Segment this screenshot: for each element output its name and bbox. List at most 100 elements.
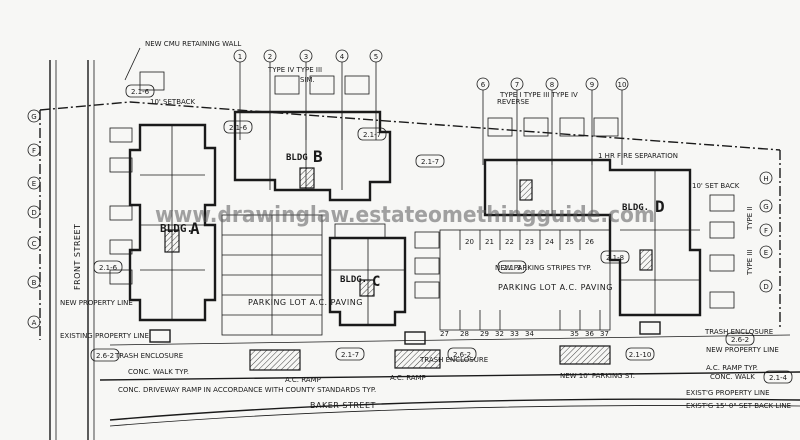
note-trash-enclosure-right: TRASH ENCLOSURE (704, 328, 773, 336)
svg-text:37: 37 (600, 330, 609, 338)
parking-lot-right-label: PARKING LOT A.C. PAVING (498, 283, 613, 292)
svg-text:20: 20 (465, 238, 474, 246)
svg-text:8: 8 (550, 81, 554, 89)
note-conc-walk-right: CONC. WALK (710, 373, 755, 381)
svg-text:28: 28 (460, 330, 469, 338)
svg-text:C: C (32, 240, 37, 248)
svg-text:21: 21 (485, 238, 494, 246)
building-c-label: BLDG. (340, 275, 367, 285)
svg-text:2.1-6: 2.1-6 (229, 124, 248, 132)
svg-text:22: 22 (505, 238, 514, 246)
column-markers-top-right: 6 7 8 9 10 TYPE I TYPE III TYPE IV REVER… (476, 77, 629, 165)
svg-text:C: C (372, 274, 380, 290)
svg-text:B: B (32, 279, 37, 287)
svg-text:2.1-7: 2.1-7 (421, 158, 439, 166)
svg-text:H: H (763, 175, 768, 183)
baker-street-label: BAKER STREET (310, 401, 376, 410)
svg-text:9: 9 (590, 81, 594, 89)
driveways (109, 334, 791, 371)
svg-text:26: 26 (585, 238, 594, 246)
note-existing-property-line-left: EXISTING PROPERTY LINE (60, 332, 149, 340)
building-c: BLDG. C (328, 223, 440, 327)
annotations: NEW CMU RETAINING WALL 10' SETBACK 10' S… (60, 40, 791, 410)
trash-enclosures (149, 321, 661, 345)
svg-text:6: 6 (481, 81, 486, 89)
note-existing-property-line-right: EXIST'G PROPERTY LINE (686, 389, 770, 397)
note-setback: 10' SETBACK (150, 98, 196, 106)
svg-text:D: D (655, 197, 665, 216)
svg-text:F: F (764, 227, 768, 235)
svg-text:5: 5 (374, 53, 378, 61)
svg-text:F: F (32, 147, 36, 155)
building-b-label: BLDG (286, 153, 308, 163)
note-cmu-wall: NEW CMU RETAINING WALL (145, 40, 241, 48)
building-a-label: BLDG. (160, 222, 193, 235)
building-a: BLDG. A (109, 123, 217, 322)
svg-text:2.6-2: 2.6-2 (453, 351, 471, 359)
building-b: BLDG B (139, 71, 392, 202)
svg-text:25: 25 (565, 238, 574, 246)
note-new-parking-stripes: NEW PARKING STRIPES TYP. (495, 264, 592, 272)
note-ac-ramp-2: A.C. RAMP (390, 374, 426, 382)
svg-text:REVERSE: REVERSE (497, 98, 529, 106)
svg-text:32: 32 (495, 330, 504, 338)
note-setback-right: 10' SET BACK (692, 182, 740, 190)
row-markers-right: H G F E D TYPE II TYPE III (746, 171, 773, 293)
building-d: BLDG. D (483, 117, 735, 317)
parking-stall-numbers: 20 21 22 23 24 25 26 27 28 29 32 33 34 3… (440, 238, 609, 338)
svg-text:2.1-6: 2.1-6 (99, 264, 118, 272)
baker-street: BAKER STREET (99, 371, 800, 427)
note-new-parking: NEW 10' PARKING ST. (560, 372, 635, 380)
svg-text:2.1-6: 2.1-6 (131, 88, 150, 96)
svg-text:4: 4 (340, 53, 345, 61)
svg-text:23: 23 (525, 238, 534, 246)
svg-text:E: E (32, 180, 36, 188)
svg-text:2.1-3: 2.1-3 (503, 264, 521, 272)
svg-text:G: G (31, 113, 36, 121)
svg-text:G: G (763, 203, 768, 211)
svg-text:SIM.: SIM. (300, 76, 315, 84)
note-ac-ramp-1: A.C. RAMP (285, 376, 321, 384)
svg-text:3: 3 (304, 53, 308, 61)
row-markers-left: G F E D C B A (27, 109, 41, 329)
building-d-label: BLDG. (622, 203, 649, 213)
parking-lot-right: PARKING LOT A.C. PAVING (439, 229, 613, 331)
svg-text:36: 36 (585, 330, 594, 338)
svg-text:7: 7 (515, 81, 519, 89)
note-new-property-line-left: NEW PROPERTY LINE (60, 299, 133, 307)
svg-text:10: 10 (618, 81, 627, 89)
svg-text:24: 24 (545, 238, 554, 246)
parking-lot-left-label: PARKING LOT A.C. PAVING (248, 298, 363, 307)
svg-text:2.1-10: 2.1-10 (629, 351, 652, 359)
svg-text:2: 2 (268, 53, 272, 61)
note-existing-setback: EXIST'G 15'-0" SET BACK LINE (686, 402, 791, 410)
svg-text:1: 1 (238, 53, 242, 61)
note-conc-driveway: CONC. DRIVEWAY RAMP IN ACCORDANCE WITH C… (118, 386, 376, 394)
svg-text:2.1-4: 2.1-4 (769, 374, 788, 382)
parking-lot-left: PARKING LOT A.C. PAVING (221, 214, 363, 336)
svg-text:2.1-7: 2.1-7 (363, 131, 381, 139)
svg-text:2.6-2: 2.6-2 (96, 352, 114, 360)
svg-text:35: 35 (570, 330, 579, 338)
svg-text:B: B (313, 147, 323, 166)
svg-text:TYPE I TYPE III TYPE IV: TYPE I TYPE III TYPE IV (499, 91, 578, 99)
svg-text:2.6-2: 2.6-2 (731, 336, 749, 344)
detail-tags: 2.1-6 2.1-6 2.1-7 2.1-7 2.1-3 2.1-6 2.1-… (90, 84, 793, 384)
svg-text:34: 34 (525, 330, 534, 338)
note-fire-separation: 1 HR FIRE SEPARATION (598, 152, 678, 160)
svg-text:TYPE III: TYPE III (746, 249, 754, 276)
svg-text:A: A (190, 219, 200, 238)
svg-text:A: A (32, 319, 37, 327)
front-street-label: FRONT STREET (73, 224, 82, 290)
svg-text:D: D (763, 283, 768, 291)
svg-text:2.1-7: 2.1-7 (341, 351, 359, 359)
note-new-property-line-right: NEW PROPERTY LINE (706, 346, 779, 354)
svg-text:29: 29 (480, 330, 489, 338)
svg-text:E: E (764, 249, 768, 257)
svg-text:33: 33 (510, 330, 519, 338)
front-street: FRONT STREET (49, 60, 95, 440)
svg-text:27: 27 (440, 330, 449, 338)
svg-text:D: D (31, 209, 36, 217)
svg-text:TYPE II: TYPE II (746, 206, 754, 231)
